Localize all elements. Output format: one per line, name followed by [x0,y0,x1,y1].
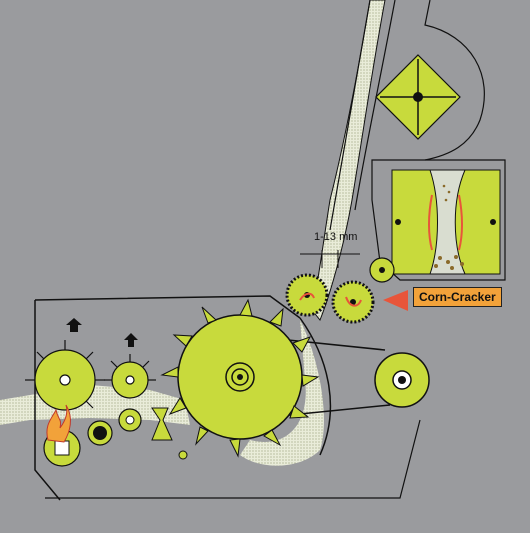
spout-wall [329,0,396,231]
corn-cracker-label: Corn-Cracker [413,287,502,307]
corn-kernel-icon [434,184,464,270]
feed-roller-bottom-right [118,408,142,432]
feed-roller-bottom-black [87,420,113,446]
rotation-arrow-icon [428,194,433,251]
frame-base [45,419,421,499]
housing-outline [34,295,332,501]
pointer-triangle-icon [383,290,408,311]
corn-cracker-detail [391,169,501,275]
crop-flow-spout [311,0,386,321]
gap-label: 1-13 mm [314,231,358,243]
shear-bar [151,407,188,460]
gap-dimension [300,250,360,268]
crop-flow-chamber [240,320,324,466]
cracker-roller-right [331,280,375,324]
chopping-drum [160,298,320,458]
cracker-housing [371,159,506,281]
metal-detector-icon [46,404,71,443]
blower-housing [424,0,485,161]
up-arrow-icon [124,333,138,347]
tension-roller [369,257,395,283]
feed-roller-top-right [104,354,156,399]
blower-fan [375,54,461,140]
cracker-roller-left [285,273,329,317]
up-arrow-icon [66,318,82,332]
feed-roller-top-left [25,340,105,411]
